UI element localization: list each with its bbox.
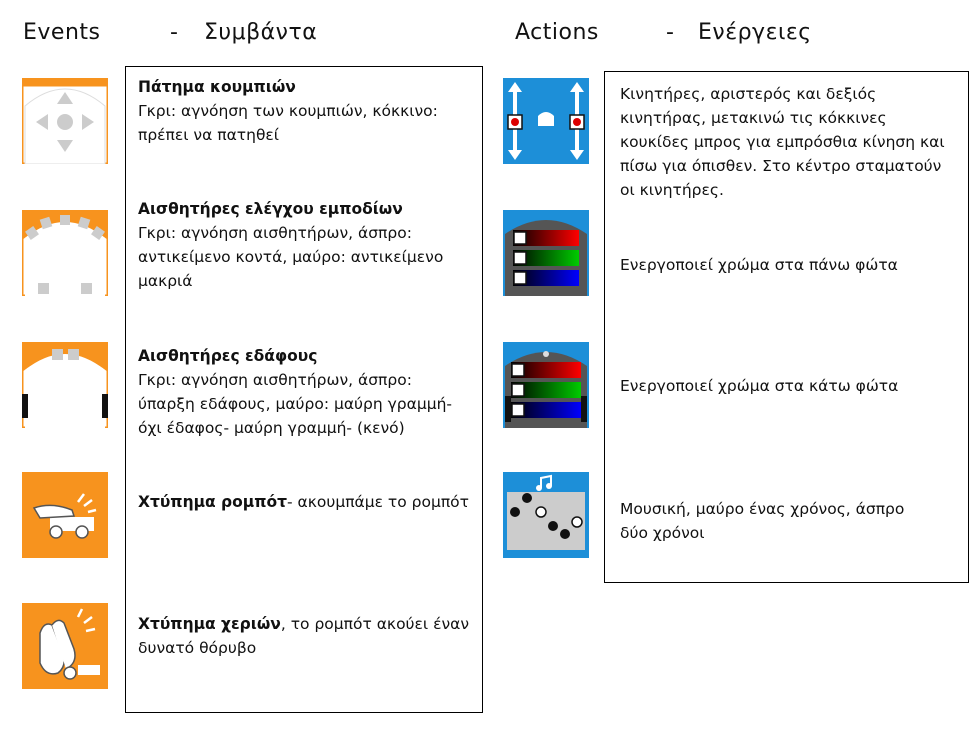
event-entry-rest: - ακουμπάμε το ρομπότ	[287, 493, 469, 511]
event-entry-title: Πάτημα κουμπιών	[138, 78, 296, 96]
events-title: Events	[23, 20, 101, 45]
actions-description-box	[604, 71, 969, 583]
top-color-action-icon[interactable]	[503, 210, 589, 296]
event-entry-rest: , το ρομπότ ακούει έναν δυνατό θόρυβο	[138, 615, 469, 657]
event-entry-title: Αισθητήρες ελέγχου εμποδίων	[138, 200, 403, 218]
event-entry-tap-robot: Χτύπημα ρομπότ- ακουμπάμε το ρομπότ	[138, 490, 473, 514]
events-description-box	[125, 66, 483, 713]
event-entry-prox-sensors: Αισθητήρες ελέγχου εμποδίων Γκρι: αγνόησ…	[138, 197, 473, 293]
event-entry-title: Χτύπημα χεριών	[138, 615, 281, 633]
event-entry-ground-sensors: Αισθητήρες εδάφους Γκρι: αγνόηση αισθητή…	[138, 344, 473, 440]
action-entry-motors: Κινητήρες, αριστερός και δεξιός κινητήρα…	[620, 85, 945, 199]
actions-title: Actions	[515, 20, 599, 45]
music-action-icon[interactable]	[503, 472, 589, 558]
event-entry-title: Αισθητήρες εδάφους	[138, 347, 318, 365]
actions-dash: -	[666, 20, 674, 45]
tap-robot-event-icon[interactable]	[22, 472, 108, 558]
ground-sensors-event-icon[interactable]	[22, 342, 108, 428]
buttons-event-icon[interactable]	[22, 78, 108, 164]
action-entry-top-color: Ενεργοποιεί χρώμα στα πάνω φώτα	[620, 256, 898, 274]
event-entry-clap: Χτύπημα χεριών, το ρομπότ ακούει έναν δυ…	[138, 612, 473, 660]
action-entry-bottom-color: Ενεργοποιεί χρώμα στα κάτω φώτα	[620, 377, 899, 395]
bottom-color-action-icon[interactable]	[503, 342, 589, 428]
prox-sensors-event-icon[interactable]	[22, 210, 108, 296]
event-entry-text: Γκρι: αγνόηση των κουμπιών, κόκκινο: πρέ…	[138, 102, 438, 144]
clap-event-icon[interactable]	[22, 603, 108, 689]
event-entry-text: Γκρι: αγνόηση αισθητήρων, άσπρο: αντικεί…	[138, 224, 444, 290]
event-entry-buttons: Πάτημα κουμπιών Γκρι: αγνόηση των κουμπι…	[138, 75, 473, 147]
motors-action-icon[interactable]	[503, 78, 589, 164]
actions-title-greek: Ενέργειες	[698, 20, 812, 45]
event-entry-text: Γκρι: αγνόηση αισθητήρων, άσπρο: ύπαρξη …	[138, 371, 452, 437]
events-title-greek: Συμβάντα	[204, 20, 318, 45]
event-entry-title: Χτύπημα ρομπότ	[138, 493, 288, 511]
action-entry-music: Μουσική, μαύρο ένας χρόνος, άσπρο δύο χρ…	[620, 500, 905, 542]
events-dash: -	[170, 20, 178, 45]
